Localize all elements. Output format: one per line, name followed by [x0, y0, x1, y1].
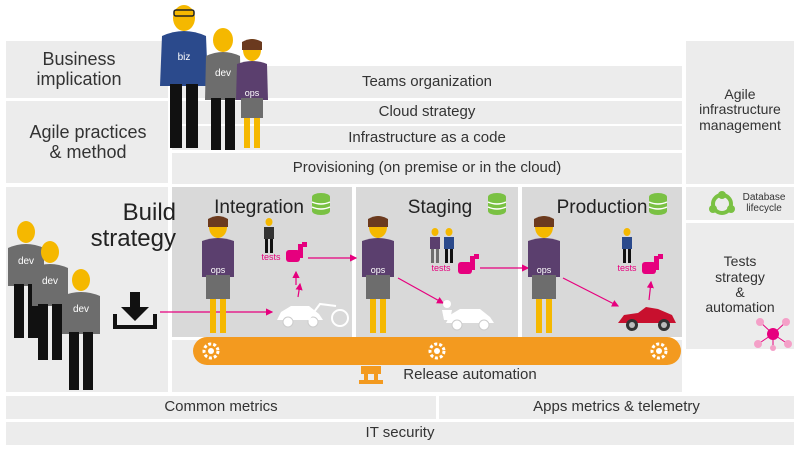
it-security-label: IT security [365, 424, 435, 442]
person-biz: biz [158, 2, 210, 152]
infra-mgmt-box [686, 41, 794, 184]
common-metrics-box [6, 396, 436, 419]
small-person-icon [622, 228, 632, 263]
integration-title: Integration [214, 196, 304, 218]
tests-strategy-label: Tests strategy & automation [705, 253, 775, 316]
business-implication-box [6, 41, 168, 98]
cloud-strategy-label: Cloud strategy [378, 103, 476, 121]
robot-arm-icon [359, 366, 383, 384]
infra-mgmt-label: Agile infrastructure management [699, 85, 781, 133]
dev-tag: dev [41, 276, 59, 287]
provisioning-label: Provisioning (on premise or in the cloud… [292, 159, 562, 177]
business-implication-label: Business implication [36, 49, 122, 89]
person-ops: ops [200, 215, 236, 335]
download-icon [113, 292, 157, 329]
wrench-icon [458, 254, 479, 274]
database-lifecycle-box [686, 187, 794, 220]
person-dev: dev [203, 26, 243, 152]
red-car-icon [618, 307, 676, 331]
database-icon [648, 193, 668, 215]
tests-tag-integration: tests [261, 252, 281, 263]
provisioning-box [172, 153, 682, 184]
person-ops: ops [360, 215, 396, 335]
mechanic-icon [442, 300, 452, 320]
infrastructure-as-code-label: Infrastructure as a code [348, 128, 506, 146]
person-ops: ops [526, 215, 562, 335]
ops-tag: ops [370, 265, 386, 275]
gear-icon [650, 342, 668, 360]
tests-tag-production: tests [617, 263, 637, 274]
network-icon [754, 318, 792, 351]
gear-icon [428, 342, 446, 360]
tests-tag-staging: tests [431, 263, 451, 274]
small-person-icon [430, 228, 440, 263]
production-title: Production [556, 196, 648, 218]
ops-tag: ops [536, 265, 552, 275]
staging-title: Staging [407, 196, 473, 218]
ops-tag: ops [210, 265, 226, 275]
database-icon [487, 193, 507, 215]
car-frame-icon [307, 302, 349, 327]
biz-tag: biz [177, 52, 191, 63]
dev-tag: dev [72, 304, 90, 315]
it-security-box [6, 422, 794, 445]
database-lifecycle-label: Database lifecycle [742, 192, 786, 214]
teams-organization-label: Teams organization [361, 72, 493, 90]
database-icon [311, 193, 331, 215]
small-person-icon [444, 228, 454, 263]
tests-strategy-box [686, 223, 794, 349]
wrench-icon [642, 254, 663, 274]
small-person-icon [264, 218, 274, 253]
agile-practices-box [6, 101, 168, 183]
car-icon [277, 306, 323, 328]
car-icon [446, 309, 494, 331]
wrench-icon [286, 242, 307, 262]
ops-tag: ops [244, 88, 260, 98]
person-dev: dev [30, 240, 70, 362]
database-lifecycle-icon [709, 191, 735, 215]
build-strategy-label: Build strategy [90, 198, 176, 252]
gear-icon [202, 342, 220, 360]
agile-practices-label: Agile practices & method [29, 122, 147, 162]
apps-metrics-label: Apps metrics & telemetry [533, 398, 700, 416]
release-automation-label: Release automation [403, 365, 537, 383]
dev-tag: dev [214, 68, 232, 79]
common-metrics-label: Common metrics [164, 398, 278, 416]
cloud-strategy-box [172, 101, 682, 124]
person-dev: dev [60, 268, 102, 392]
person-ops: ops [234, 38, 270, 150]
apps-metrics-box [439, 396, 794, 419]
dev-tag: dev [17, 256, 35, 267]
